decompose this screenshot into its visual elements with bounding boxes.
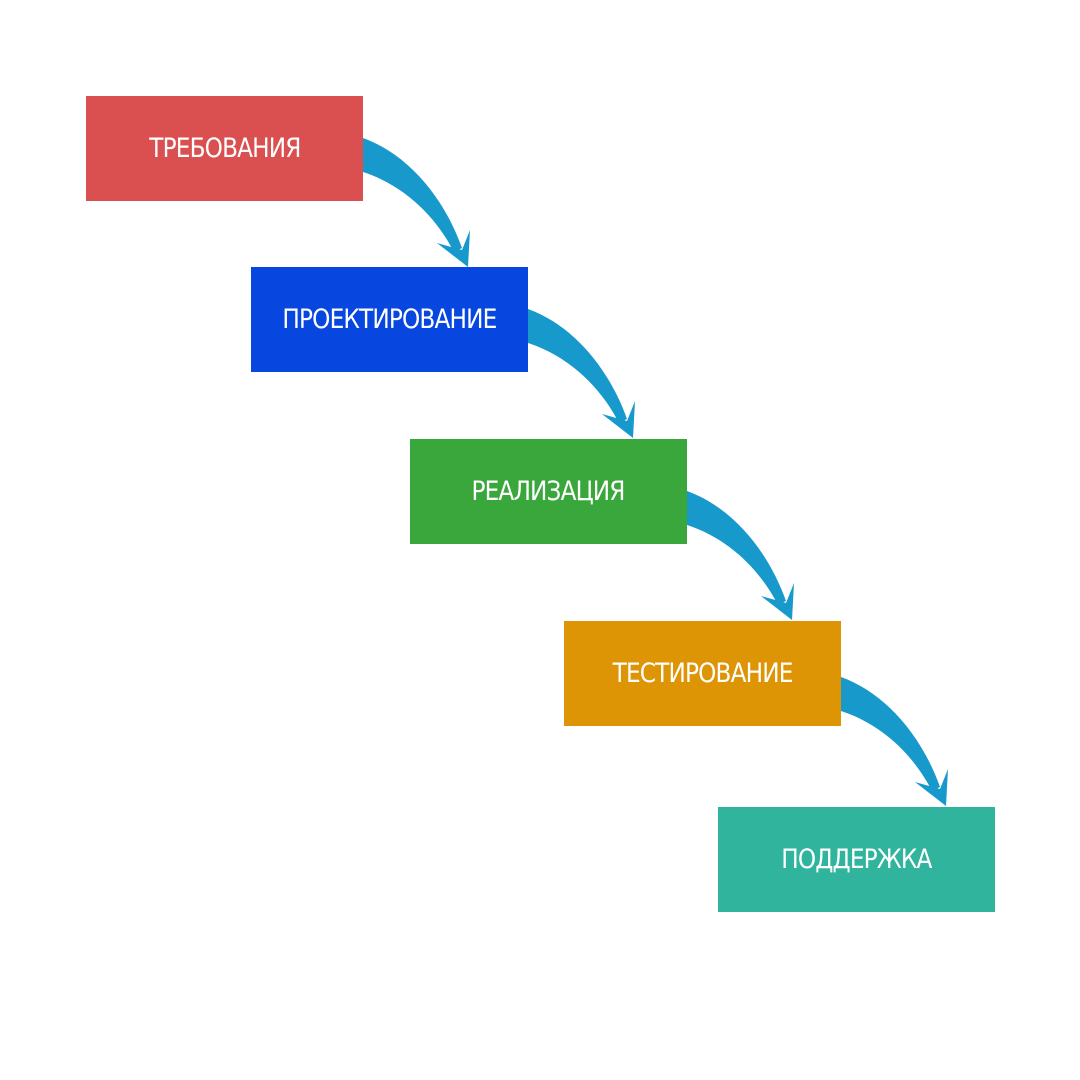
arrow-1 (528, 309, 635, 438)
stage-testing: ТЕСТИРОВАНИЕ (564, 621, 841, 726)
stage-implementation: РЕАЛИЗАЦИЯ (410, 439, 687, 544)
stage-requirements: ТРЕБОВАНИЯ (86, 96, 363, 201)
stage-maintenance: ПОДДЕРЖКА (718, 807, 995, 912)
arrow-0 (363, 138, 470, 267)
stage-label-implementation: РЕАЛИЗАЦИЯ (471, 476, 626, 507)
stage-label-maintenance: ПОДДЕРЖКА (781, 844, 932, 875)
arrow-3 (841, 677, 948, 806)
stage-design: ПРОЕКТИРОВАНИЕ (251, 267, 528, 372)
stage-label-testing: ТЕСТИРОВАНИЕ (612, 658, 794, 689)
arrow-2 (687, 491, 794, 620)
stage-label-design: ПРОЕКТИРОВАНИЕ (282, 304, 497, 335)
stage-label-requirements: ТРЕБОВАНИЯ (148, 133, 301, 164)
